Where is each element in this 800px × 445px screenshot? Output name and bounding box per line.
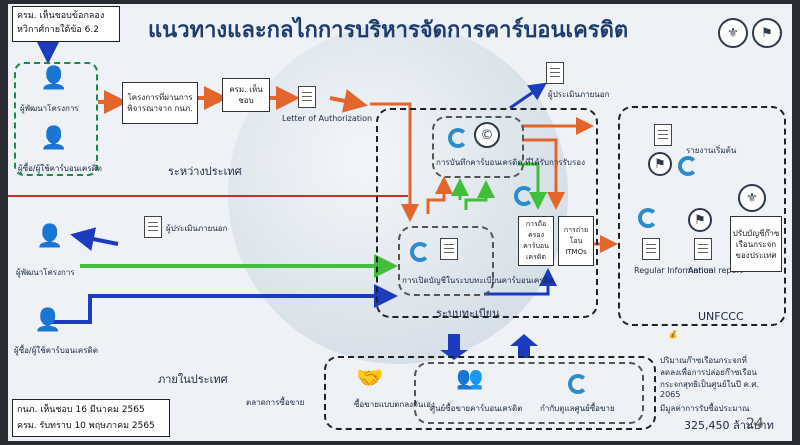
label-stat-4: 2065 xyxy=(660,390,681,399)
label-other: กำกับดูแลศูนย์ซื้อขาย xyxy=(540,404,615,413)
agency-logo-small-icon-2: ⚑ xyxy=(688,208,712,232)
label-initial-report: รายงานเริ่มต้น xyxy=(686,146,737,155)
report-document-icon xyxy=(654,124,672,146)
label-market: ตลาดการซื้อขาย xyxy=(246,398,305,407)
label-stat-1: ปริมาณก๊าซเรือนกระจกที่ xyxy=(660,356,747,365)
letter-document-icon xyxy=(298,86,316,108)
label-buyer-domestic: ผู้ซื้อ/ผู้ใช้คาร์บอนเครดิต xyxy=(14,346,98,355)
label-unfccc: UNFCCC xyxy=(698,310,744,323)
label-stat-value: 325,450 ล้านบาท xyxy=(684,419,774,432)
carbon-credit-icon xyxy=(448,128,468,148)
market-group xyxy=(324,356,656,430)
carbon-credit-icon-market xyxy=(568,374,588,394)
carbon-credit-registration-group xyxy=(432,116,524,178)
assessor-document-icon-2 xyxy=(144,216,162,238)
account-document-icon xyxy=(440,238,458,260)
regular-info-document-icon xyxy=(642,238,660,260)
unfccc-group xyxy=(618,106,786,326)
globe-background xyxy=(228,24,568,364)
label-direct: ซื้อขายแบบตกลงกันเอง xyxy=(354,400,435,409)
registry-system-group xyxy=(376,108,598,318)
project-owner-group xyxy=(14,62,98,176)
box-project: โครงการที่ผ่านการพิจารณาจาก กนภ. xyxy=(122,82,198,124)
trading-icon: 👥 xyxy=(456,366,484,391)
label-stat-2: ลดลงเพื่อการปล่อยก๊าซเรือน xyxy=(660,368,757,377)
label-stat-5: มีมูลค่าการรับซื้อประมาณ xyxy=(660,404,750,413)
person-icon: 👤 xyxy=(40,66,68,91)
label-letter: Letter of Authorization xyxy=(282,114,373,123)
box-holding: การถือครองคาร์บอนเครดิต xyxy=(518,216,554,266)
label-owner-domestic: ผู้พัฒนาโครงการ xyxy=(16,268,75,277)
person-icon-domestic: 👤 xyxy=(36,224,64,249)
box-transfer: การถ่ายโอน ITMOs xyxy=(558,216,594,266)
account-opening-group xyxy=(398,226,494,296)
label-international: ระหว่างประเทศ xyxy=(168,165,242,178)
label-stat-3: กระจกสุทธิเป็นศูนย์ในปี ค.ศ. xyxy=(660,380,760,389)
approval-note-top: ครม. เห็นชอบข้อกลอง หวิกาศ์กายใต้ข้อ 6.2 xyxy=(12,6,120,42)
slide-title: แนวทางและกลไกการบริหารจัดการคาร์บอนเครดิ… xyxy=(148,18,629,43)
carbon-credit-icon-small xyxy=(514,186,534,206)
flow-arrows xyxy=(8,40,618,360)
government-seal-icon: ⚜ xyxy=(718,18,748,48)
label-annual-report: Annual report xyxy=(688,266,743,275)
agency-logo-icon: ⚑ xyxy=(752,18,782,48)
money-bag-icon: 💰 xyxy=(668,330,678,339)
government-seal-small-icon: ⚜ xyxy=(738,184,766,212)
label-ext-assessor-1: ผู้ประเมินภายนอก xyxy=(548,90,610,99)
annual-report-document-icon xyxy=(694,238,712,260)
carbon-credit-icon-account xyxy=(410,242,430,262)
label-registry-system: ระบบทะเบียน xyxy=(436,307,500,320)
label-ext-assessor-2: ผู้ประเมินภายนอก xyxy=(166,224,228,233)
box-cabinet: ครม. เห็นชอบ xyxy=(222,78,270,112)
carbon-credit-icon-unfccc xyxy=(678,156,698,176)
agency-logo-small-icon: ⚑ xyxy=(648,152,672,176)
handshake-icon: 🤝 xyxy=(356,366,384,391)
assessor-document-icon xyxy=(546,62,564,84)
label-domestic: ภายในประเทศ xyxy=(158,373,228,386)
label-open-account: การเปิดบัญชีในระบบทะเบียนคาร์บอนเครดิต xyxy=(402,276,554,285)
label-regular-info: Regular Information xyxy=(634,266,714,275)
box-adjust-registry: ปรับบัญชีก๊าซเรือนกระจกของประเทศ xyxy=(730,216,782,272)
trading-center-group xyxy=(414,362,644,424)
label-center: ศูนย์ซื้อขายคาร์บอนเครดิต xyxy=(430,404,523,413)
approval-note-bottom: กนภ. เห็นชอบ 16 มีนาคม 2565 ครม. รับทราบ… xyxy=(12,399,170,437)
page-number: 24 xyxy=(746,416,764,432)
buyer-icon-domestic: 👤 xyxy=(34,308,62,333)
carbon-credit-icon-unfccc-2 xyxy=(638,208,658,228)
presentation-slide: ครม. เห็นชอบข้อกลอง หวิกาศ์กายใต้ข้อ 6.2… xyxy=(8,4,792,441)
label-owner: ผู้พัฒนาโครงการ xyxy=(20,104,79,113)
buyer-icon: 👤 xyxy=(40,126,68,151)
label-registration: การบันทึกคาร์บอนเครดิต ที่ได้รับการรับรอ… xyxy=(436,158,585,167)
coin-icon: © xyxy=(474,122,500,148)
label-buyer: ผู้ซื้อ/ผู้ใช้คาร์บอนเครดิต xyxy=(18,164,102,173)
